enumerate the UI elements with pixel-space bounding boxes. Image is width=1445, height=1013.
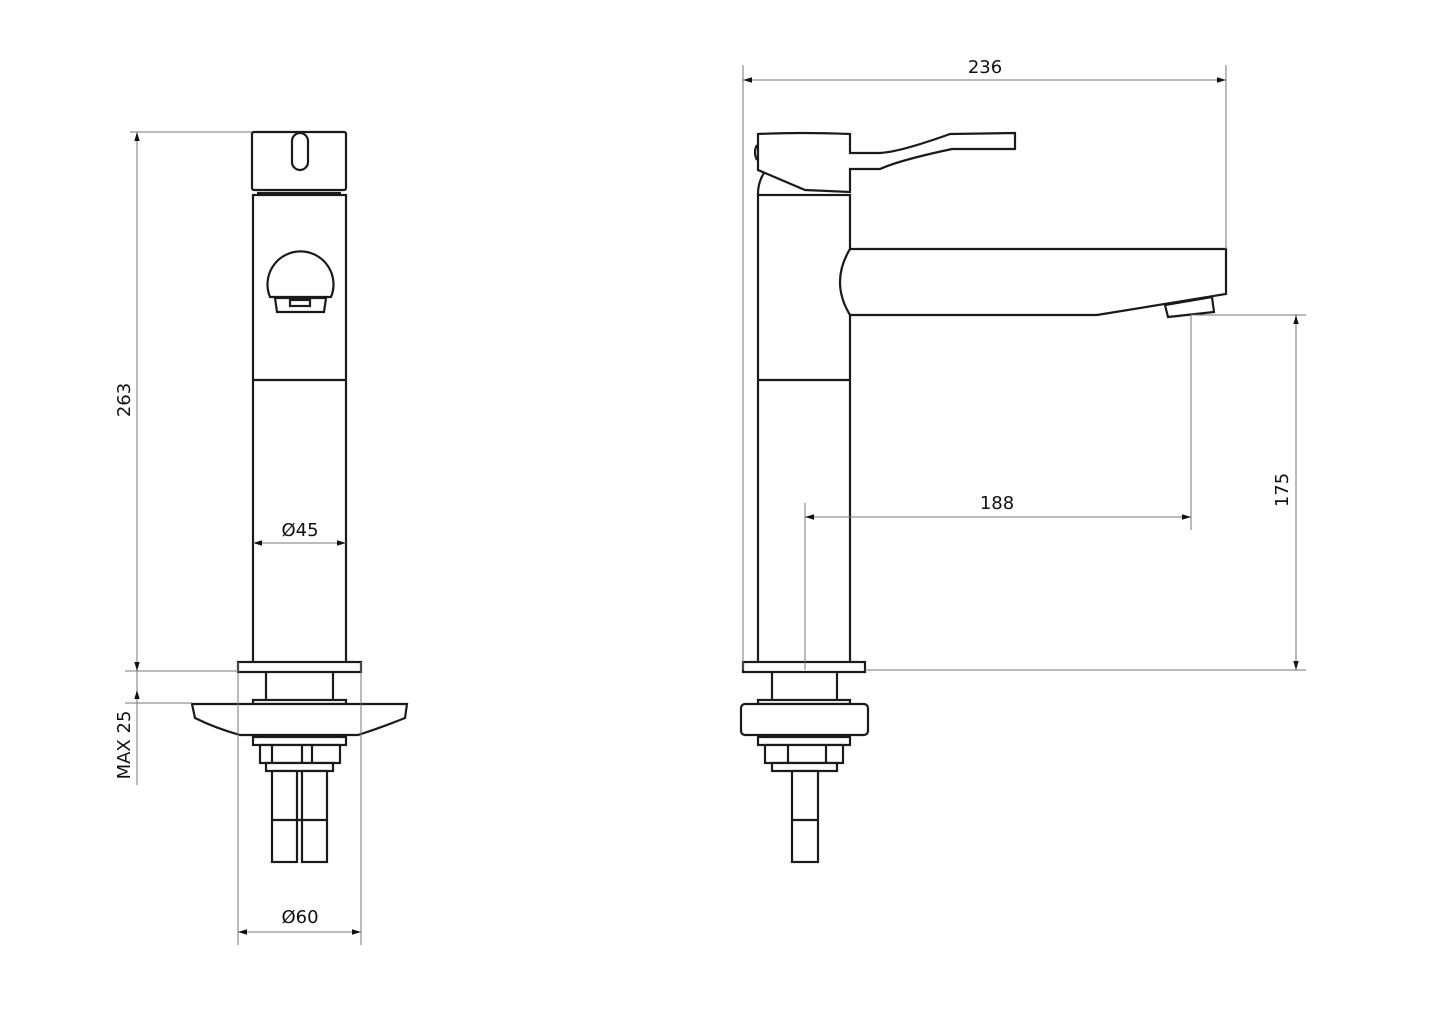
escutcheon-side [739, 702, 870, 737]
washer [251, 735, 348, 747]
dim-diameter-45: Ø45 [281, 520, 318, 541]
dim-height-263: 263 [114, 383, 135, 417]
supply-hose-side [790, 769, 820, 864]
aerator [1163, 295, 1216, 319]
lever-side [756, 131, 1017, 194]
front-view [190, 130, 409, 864]
front-dimensions: 263 MAX 25 Ø45 Ø60 [114, 131, 362, 945]
base-plate [236, 660, 363, 674]
side-dimensions: 236 188 175 [742, 57, 1306, 671]
lever-front [290, 131, 310, 172]
dim-height-175: 175 [1272, 473, 1293, 507]
spout-front [266, 250, 335, 299]
side-view [739, 131, 1228, 864]
dim-diameter-60: Ø60 [281, 907, 318, 928]
spout [839, 247, 1228, 317]
supply-hose [300, 769, 329, 864]
supply-hose [270, 769, 299, 864]
dim-reach-188: 188 [980, 493, 1014, 514]
escutcheon [190, 702, 409, 737]
dim-max-25: MAX 25 [114, 711, 135, 780]
dim-length-236: 236 [968, 57, 1002, 78]
body-side [756, 193, 852, 665]
